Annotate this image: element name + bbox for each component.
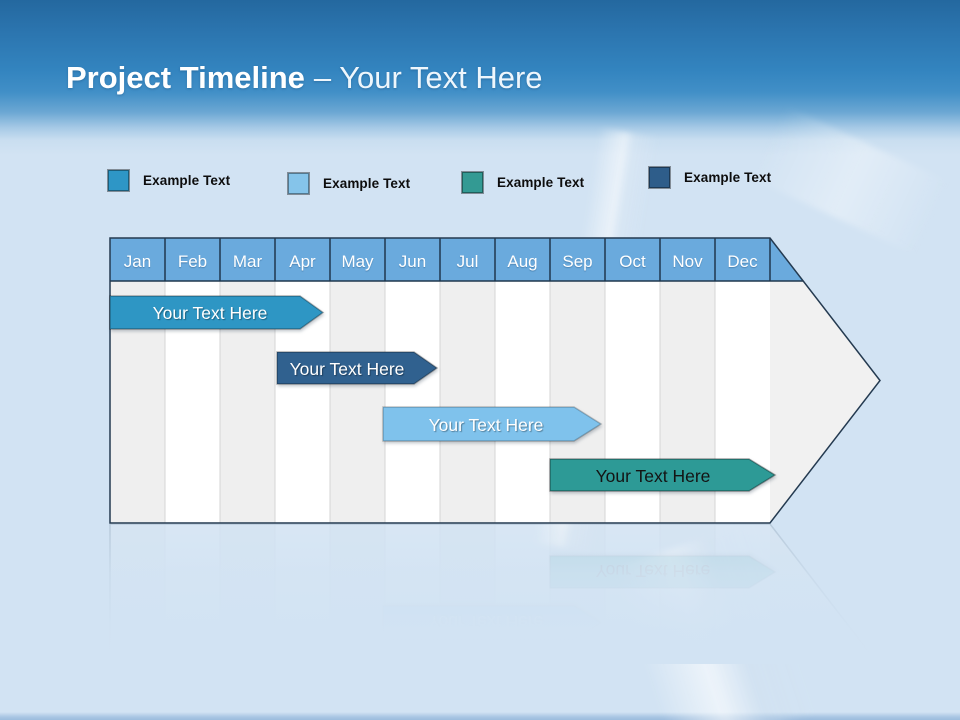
gantt-bar-2 xyxy=(276,351,439,385)
column-jun xyxy=(385,281,440,523)
legend-label: Example Text xyxy=(684,170,772,185)
month-header-separators xyxy=(110,238,803,282)
gantt-bar-2-label: Your Text Here xyxy=(290,359,405,379)
column-jul xyxy=(440,281,495,523)
chart-reflection-fade xyxy=(0,524,960,664)
gantt-chart-canvas: Jan Feb Mar Apr May Jun Jul Aug Sep Oct … xyxy=(109,524,881,659)
chart-reflection: Jan Feb Mar Apr May Jun Jul Aug Sep Oct … xyxy=(0,524,960,659)
month-labels: Jan Feb Mar Apr May Jun Jul Aug Sep Oct … xyxy=(124,252,758,271)
month-label: Nov xyxy=(672,252,703,271)
month-label: Mar xyxy=(233,252,263,271)
column-aug xyxy=(495,281,550,523)
legend-swatch-blue-icon xyxy=(107,169,130,192)
title-main: Project Timeline xyxy=(66,60,305,95)
month-label: Sep xyxy=(562,252,592,271)
month-label: Apr xyxy=(289,252,316,271)
legend-swatch-teal-icon xyxy=(461,171,484,194)
gantt-chart: Jan Feb Mar Apr May Jun Jul Aug Sep Oct … xyxy=(0,230,960,530)
legend-item-2: Example Text xyxy=(287,172,410,195)
column-may xyxy=(330,281,385,523)
legend-color-swatch xyxy=(107,169,130,192)
month-columns xyxy=(110,281,770,523)
legend-color-swatch xyxy=(648,166,671,189)
legend-label: Example Text xyxy=(143,173,231,188)
month-label: Oct xyxy=(619,252,646,271)
legend-color-swatch xyxy=(461,171,484,194)
legend-label: Example Text xyxy=(497,175,585,190)
title-subtitle: – Your Text Here xyxy=(313,60,543,95)
month-label: Aug xyxy=(507,252,537,271)
water-splash-decoration xyxy=(612,521,818,720)
gantt-bar-3 xyxy=(382,406,603,442)
legend-label: Example Text xyxy=(323,176,411,191)
month-label: Dec xyxy=(727,252,758,271)
page-title: Project Timeline– Your Text Here xyxy=(66,60,543,96)
timeline-arrow-outline xyxy=(109,237,881,524)
month-label: Jun xyxy=(399,252,426,271)
gantt-bar-1 xyxy=(109,295,325,330)
month-label: Feb xyxy=(178,252,207,271)
gantt-bar-1-label: Your Text Here xyxy=(153,303,268,323)
legend-item-4: Example Text xyxy=(648,166,771,189)
month-label: Jul xyxy=(457,252,479,271)
gantt-bar-3-label: Your Text Here xyxy=(429,415,544,435)
legend-swatch-navy-icon xyxy=(648,166,671,189)
legend-swatch-lightblue-icon xyxy=(287,172,310,195)
legend-item-1: Example Text xyxy=(107,169,230,192)
svg-text:Your Text Here: Your Text Here xyxy=(429,612,544,632)
gantt-chart-canvas: Jan Feb Mar Apr May Jun Jul Aug Sep Oct … xyxy=(109,237,881,524)
gantt-bars: Your Text Here Your Text Here Your Text … xyxy=(109,295,777,492)
month-header-band xyxy=(110,238,803,281)
gantt-bar-4-label: Your Text Here xyxy=(596,466,711,486)
gantt-bar-4 xyxy=(549,458,777,492)
legend-color-swatch xyxy=(287,172,310,195)
legend-item-3: Example Text xyxy=(461,171,584,194)
svg-text:Your Text Here: Your Text Here xyxy=(596,561,711,581)
month-label: May xyxy=(341,252,374,271)
month-label: Jan xyxy=(124,252,151,271)
